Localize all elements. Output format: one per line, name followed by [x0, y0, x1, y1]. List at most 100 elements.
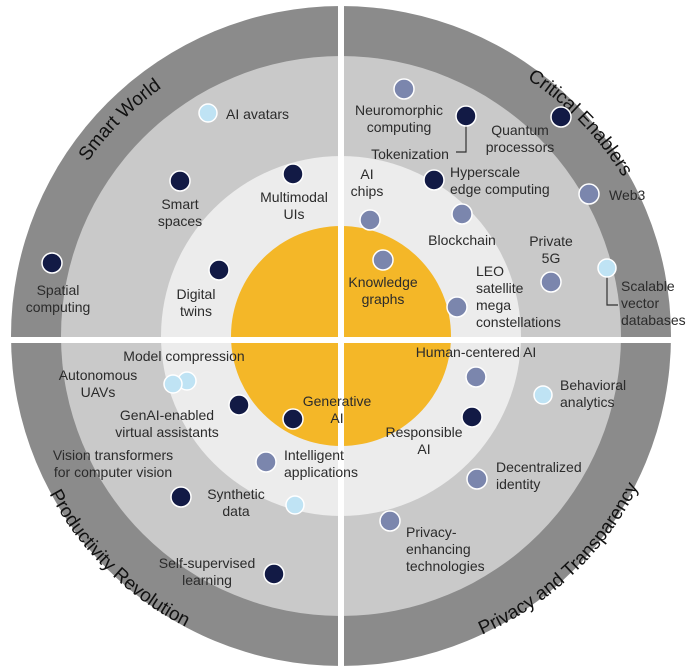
- radar-label-line: constellations: [476, 314, 561, 330]
- radar-label-line: Synthetic: [207, 486, 265, 502]
- radar-item-tokenization: Tokenization: [371, 105, 477, 162]
- radar-dot: [228, 394, 250, 416]
- radar-dot: [393, 78, 415, 100]
- radar-label-line: vector: [621, 295, 659, 311]
- radar-label-line: Quantum: [491, 122, 549, 138]
- radar-dot: [446, 296, 468, 318]
- radar-label-line: Decentralized: [496, 459, 582, 475]
- radar-dot: [451, 203, 473, 225]
- radar-label-line: processors: [486, 139, 554, 155]
- radar-label-line: Intelligent: [284, 447, 344, 463]
- radar-label-line: Generative: [303, 393, 372, 409]
- radar-label: Blockchain: [428, 232, 496, 248]
- radar-label-line: spaces: [158, 213, 202, 229]
- radar-label-line: Vision transformers: [53, 447, 173, 463]
- radar-label-line: Scalable: [621, 278, 675, 294]
- radar-label-line: Autonomous: [59, 367, 138, 383]
- radar-label-line: Self-supervised: [159, 555, 256, 571]
- radar-label-line: LEO: [476, 263, 504, 279]
- radar-dot: [466, 468, 488, 490]
- radar-label-line: AI: [417, 441, 430, 457]
- radar-dot: [379, 510, 401, 532]
- radar-label-line: GenAI-enabled: [120, 407, 214, 423]
- radar-item-human-centered-ai: Human-centered AI: [416, 344, 537, 388]
- radar-label: Human-centered AI: [416, 344, 537, 360]
- radar-dot: [550, 106, 572, 128]
- leader-line: [606, 276, 618, 306]
- radar-dot: [163, 374, 183, 394]
- radar-dot: [597, 258, 617, 278]
- radar-dot: [285, 495, 305, 515]
- radar-label-line: twins: [180, 303, 212, 319]
- radar-dot: [465, 366, 487, 388]
- radar-dot: [461, 406, 483, 428]
- radar-label-line: UAVs: [81, 384, 116, 400]
- radar-item-blockchain: Blockchain: [428, 203, 496, 248]
- radar-label-line: mega: [476, 297, 511, 313]
- radar-label: Model compression: [123, 348, 244, 364]
- radar-label: AI avatars: [226, 106, 289, 122]
- radar-label-line: Smart: [161, 196, 198, 212]
- radar-item-web3: Web3: [578, 183, 646, 205]
- leader-line: [456, 116, 467, 153]
- radar-label-line: UIs: [284, 206, 305, 222]
- radar-label-line: Blockchain: [428, 232, 496, 248]
- radar-label-line: Knowledge: [348, 274, 417, 290]
- radar-dot: [208, 259, 230, 281]
- radar-dot: [170, 486, 192, 508]
- radar-label-line: computing: [367, 119, 432, 135]
- radar-label-line: applications: [284, 464, 358, 480]
- radar-dot: [455, 105, 477, 127]
- radar-label-line: edge computing: [450, 181, 550, 197]
- radar-label-line: Hyperscale: [450, 164, 520, 180]
- radar-dot: [423, 169, 445, 191]
- radar-label-line: for computer vision: [54, 464, 172, 480]
- radar-label-line: analytics: [560, 394, 614, 410]
- radar-label-line: virtual assistants: [115, 424, 218, 440]
- radar-dot: [263, 563, 285, 585]
- radar-label-line: data: [222, 503, 249, 519]
- radar-label-line: Web3: [609, 187, 646, 203]
- radar-dot: [198, 103, 218, 123]
- radar-label-line: AI: [360, 166, 373, 182]
- radar-label: Tokenization: [371, 146, 449, 162]
- radar-label-line: Responsible: [385, 424, 462, 440]
- radar-label-line: Private: [529, 233, 573, 249]
- radar-label-line: satellite: [476, 280, 524, 296]
- radar-label-line: technologies: [406, 558, 485, 574]
- radar-dot: [533, 385, 553, 405]
- radar-label-line: chips: [351, 183, 384, 199]
